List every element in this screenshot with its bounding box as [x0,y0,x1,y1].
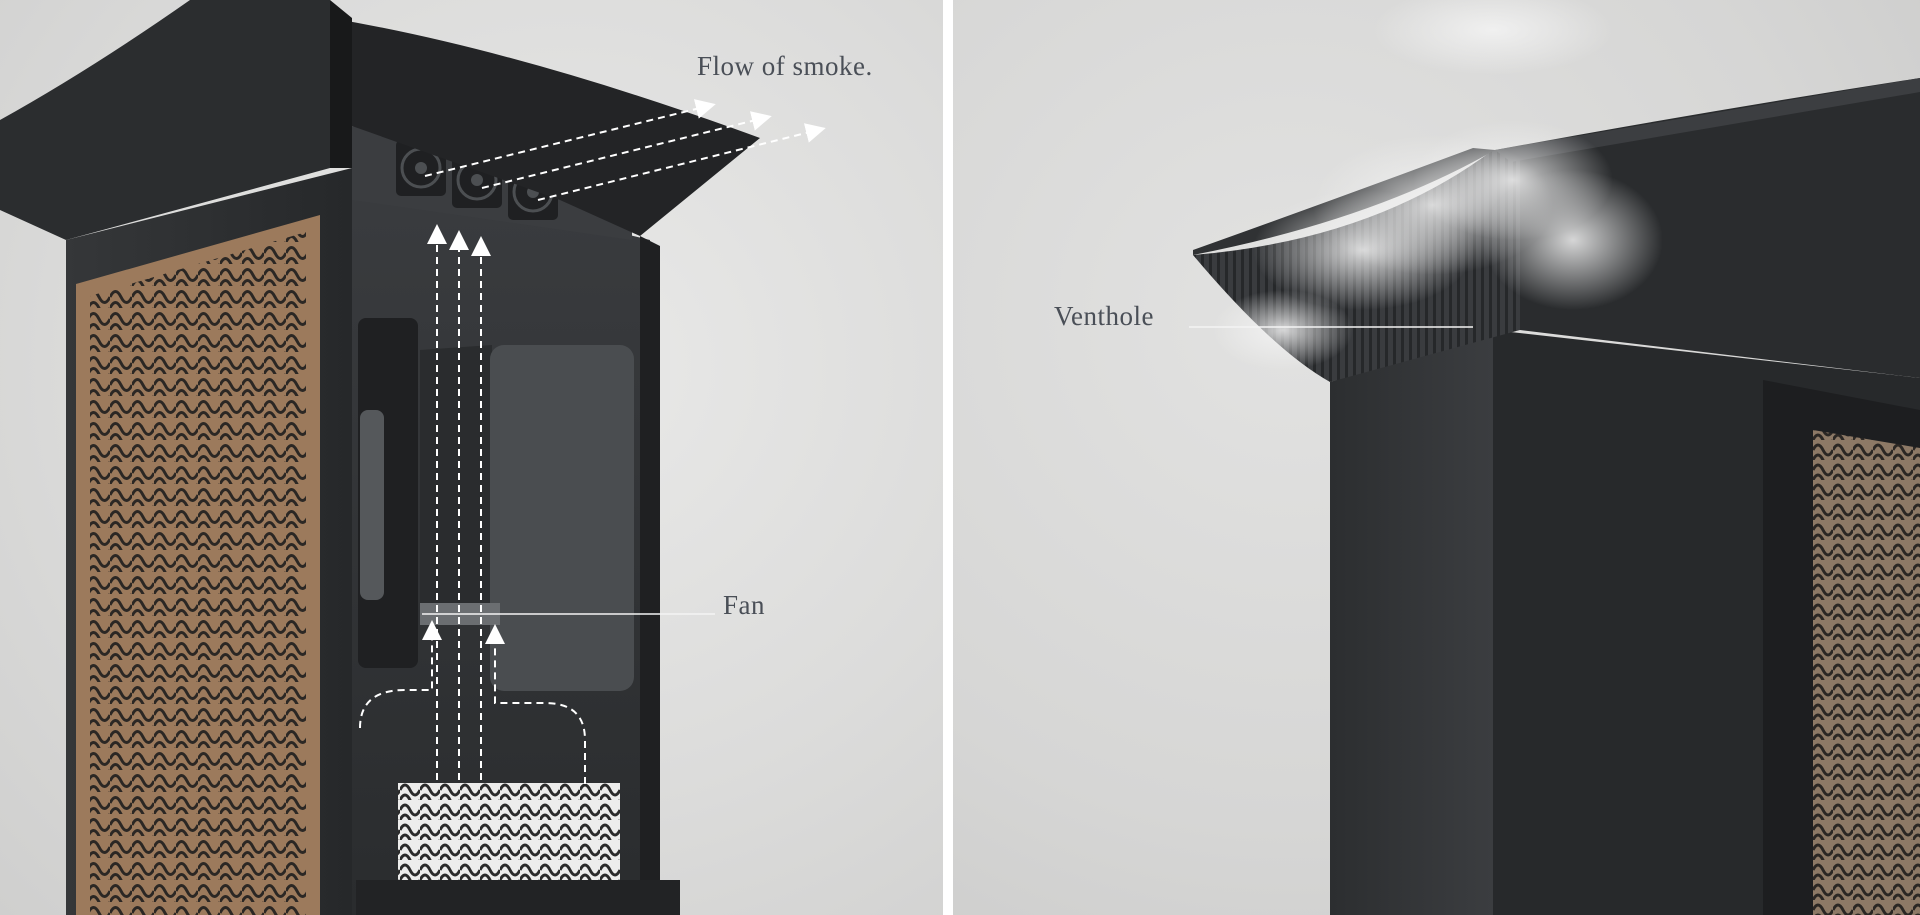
control-box [490,345,634,691]
smoke-flow-arrows [359,99,826,784]
fan-label: Fan [723,590,765,620]
roof-corner [330,0,352,168]
right-wall [640,236,660,915]
roof-edge [1495,78,1920,162]
panel-divider [943,0,953,915]
battery-cell [360,410,384,600]
roof-right [330,18,760,236]
base-tray [356,880,680,915]
side-woven-panel [1813,430,1920,915]
cutaway-view-panel: Flow of smoke. Fan [0,0,943,915]
cutaway-device-drawing [0,0,826,915]
venthole-label: Venthole [1054,301,1154,331]
exterior-view-panel [953,0,1920,915]
roof-left [0,0,330,240]
flow-of-smoke-label: Flow of smoke. [697,51,873,81]
smoke-plume [1213,0,1663,370]
exterior-device-drawing [1189,0,1920,915]
woven-side-panel [90,232,306,915]
tower-front [1330,330,1493,915]
filter-mesh [398,783,620,881]
